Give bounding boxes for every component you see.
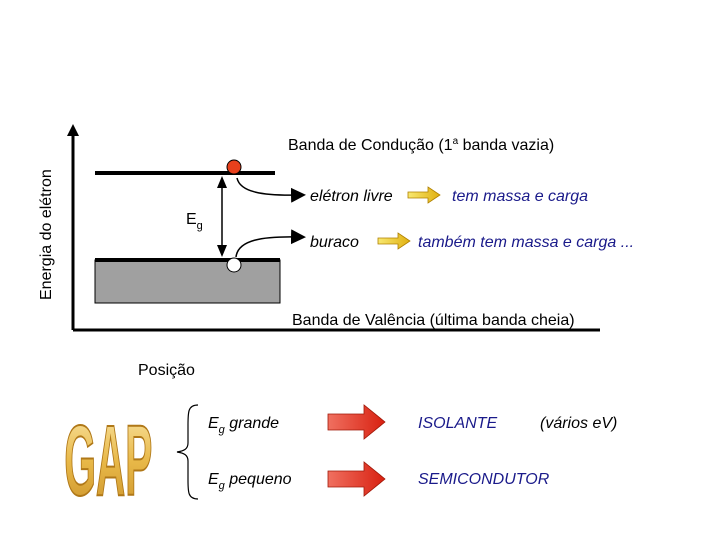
y-axis-label: Energia do elétron — [38, 169, 55, 300]
small-gap-arrow — [328, 462, 385, 496]
gap-arrow-bottom-head — [217, 245, 227, 257]
gap-arrow-top-head — [217, 176, 227, 188]
large-gap-note: (vários eV) — [540, 415, 617, 432]
electron-dot — [227, 160, 241, 174]
x-axis-label: Posição — [138, 362, 195, 379]
hole-pointer-arrow — [236, 237, 300, 257]
gap-logo: GAP — [64, 406, 152, 518]
large-gap-label: Eg grande — [208, 415, 279, 436]
valence-band-fill — [95, 260, 280, 303]
energy-gap: Eg — [186, 176, 227, 257]
hole-dot — [227, 258, 241, 272]
electron-property-text: tem massa e carga — [452, 188, 588, 205]
conduction-band-label: Banda de Condução (1a banda vazia) — [288, 136, 554, 154]
electron-label: elétron livre — [310, 188, 393, 205]
y-axis-arrowhead — [67, 124, 79, 136]
electron-pointer-arrow — [237, 178, 300, 195]
hole-property-arrow — [378, 233, 410, 249]
classification-row-small-gap: Eg pequeno SEMICONDUTOR — [208, 462, 550, 496]
small-gap-label: Eg pequeno — [208, 471, 292, 492]
classification-row-large-gap: Eg grande ISOLANTE (vários eV) — [208, 405, 617, 439]
hole-label: buraco — [310, 234, 359, 251]
valence-band-label: Banda de Valência (última banda cheia) — [292, 312, 575, 329]
large-gap-result: ISOLANTE — [418, 415, 497, 432]
valence-band: Banda de Valência (última banda cheia) — [95, 260, 575, 329]
electron-property-arrow — [408, 187, 440, 203]
gap-label: Eg — [186, 211, 203, 232]
hole-property-text: também tem massa e carga ... — [418, 234, 634, 251]
conduction-band: Banda de Condução (1a banda vazia) — [95, 136, 554, 173]
carriers: elétron livre buraco tem massa e carga t… — [227, 160, 634, 272]
large-gap-arrow — [328, 405, 385, 439]
classification-brace — [177, 405, 198, 499]
small-gap-result: SEMICONDUTOR — [418, 471, 550, 488]
gap-logo-text: GAP — [64, 406, 152, 518]
axes: Energia do elétron Posição — [38, 124, 600, 379]
